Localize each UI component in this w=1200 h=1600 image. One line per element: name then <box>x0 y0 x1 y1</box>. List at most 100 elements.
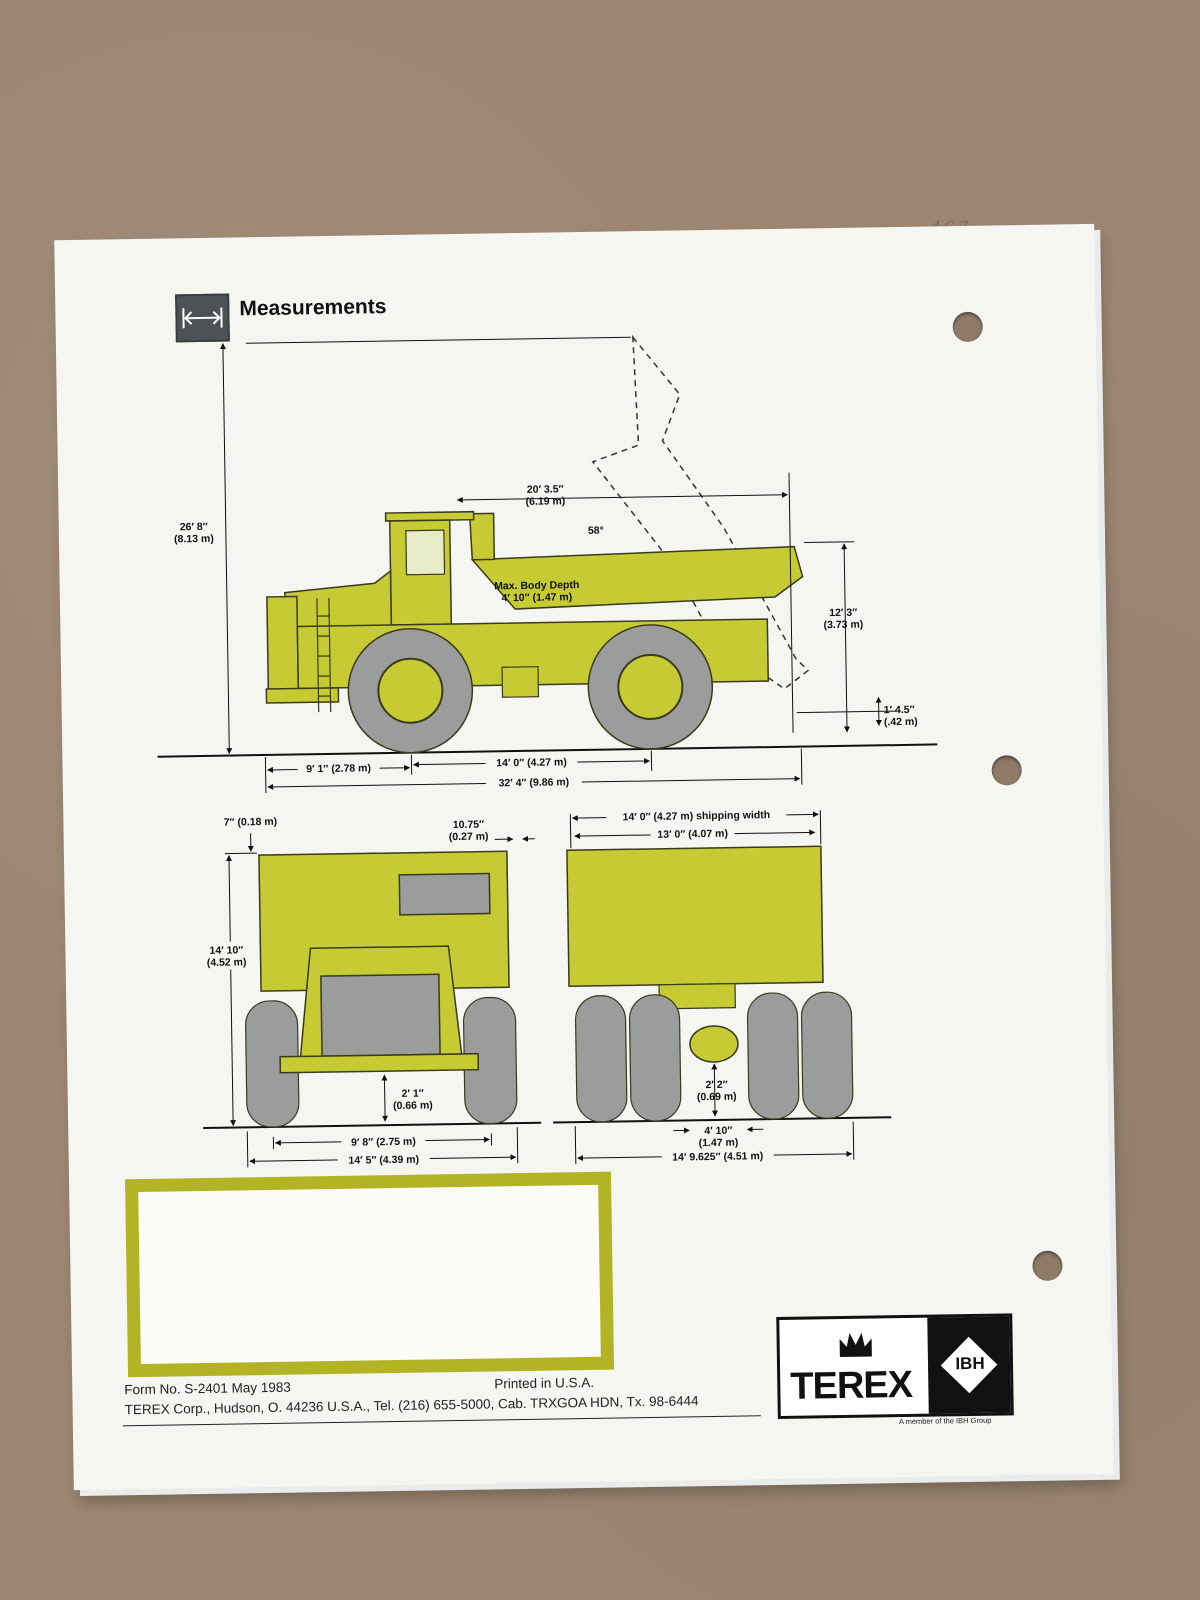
wheelbase-label: 14′ 0″ (4.27 m) <box>496 756 567 769</box>
side-ground-line <box>157 743 938 758</box>
rear-tire-2 <box>628 994 682 1122</box>
rear-view: 14′ 0″ (4.27 m) shipping width 13′ 0″ (4… <box>553 806 892 1165</box>
body-length-arrow <box>456 491 788 503</box>
body-width-label: 13′ 0″ (4.07 m) <box>657 828 728 841</box>
overall-height-metric: (8.13 m) <box>174 533 214 546</box>
ibh-diamond-icon <box>940 1336 998 1394</box>
front-height-label-bg <box>200 941 253 971</box>
fuel-tank <box>501 666 540 698</box>
side-view: 26′ 8″ (8.13 m) 20′ 3.5″ (6.19 m) 58° Ma… <box>157 334 938 793</box>
front-bumper-bar <box>279 1052 480 1074</box>
loading-height-arrow <box>841 543 850 733</box>
front-cab-window <box>398 872 491 916</box>
dumped-clearance-metric: (.42 m) <box>884 716 918 729</box>
rear-width-label: 14′ 9.625″ (4.51 m) <box>672 1150 763 1163</box>
axle-clearance-label: 2′ 2″ <box>705 1079 727 1091</box>
dual-gap-label: 4′ 10″ <box>704 1125 732 1137</box>
canopy-offset-label: 7″ (0.18 m) <box>224 816 278 829</box>
page-title: Measurements <box>239 295 387 321</box>
body-depth-value: 4′ 10″ (1.47 m) <box>502 591 573 604</box>
loading-height-guide <box>804 541 855 544</box>
rear-width-label-bg <box>661 1148 774 1164</box>
rear-dump-body <box>566 845 824 988</box>
haul-truck-rear <box>566 845 854 1123</box>
dump-angle-label: 58° <box>588 525 604 537</box>
terex-crown-icon <box>839 1332 872 1358</box>
loading-height-label: 12′ 3″ <box>829 607 857 619</box>
overall-length-label-bg <box>485 774 582 790</box>
overall-length-label: 32′ 4″ (9.86 m) <box>498 776 569 789</box>
front-height-metric: (4.52 m) <box>207 956 247 969</box>
rear-tire-3 <box>746 992 800 1120</box>
footer-rule <box>122 1415 761 1427</box>
front-width-right-guide <box>516 1127 519 1164</box>
radiator-grille <box>266 595 300 694</box>
dimension-diagram: 26′ 8″ (8.13 m) 20′ 3.5″ (6.19 m) 58° Ma… <box>157 334 938 1168</box>
ground-clearance-label: 2′ 1″ <box>402 1088 424 1100</box>
shipping-width-label: 14′ 0″ (4.27 m) shipping width <box>622 809 770 823</box>
body-rear-guide <box>788 472 794 733</box>
terex-wordmark: TEREX <box>790 1363 913 1408</box>
dump-body <box>470 545 804 610</box>
top-reference-line <box>245 336 631 344</box>
cab-canopy <box>468 512 496 561</box>
footer-form-line: Form No. S-2401 May 1983 Printed in U.S.A… <box>124 1375 594 1397</box>
wheelbase-label-bg <box>485 754 578 770</box>
printed-in: Printed in U.S.A. <box>494 1374 595 1392</box>
ibh-panel: IBH <box>927 1316 1011 1414</box>
front-height-arrow <box>226 854 237 1127</box>
access-ladder <box>316 597 332 713</box>
rear-extent-guide <box>800 748 803 785</box>
shipping-width-left-guide <box>569 814 572 849</box>
front-radiator <box>320 973 441 1057</box>
terex-ibh-logo: TEREX IBH <box>776 1313 1014 1420</box>
front-height-top-guide <box>224 852 257 855</box>
body-length-metric: (6.19 m) <box>525 495 565 508</box>
body-depth-caption: Max. Body Depth <box>494 579 579 592</box>
rear-width-right-guide <box>852 1121 855 1160</box>
form-number: Form No. S-2401 May 1983 <box>124 1379 291 1398</box>
haul-truck-side <box>265 510 804 754</box>
raised-body-outline <box>591 334 810 690</box>
ground-clearance-metric: (0.66 m) <box>393 1099 433 1112</box>
rear-width-left-guide <box>574 1126 577 1165</box>
mirror-offset-metric: (0.27 m) <box>449 830 489 843</box>
body-width-label-bg <box>650 825 735 841</box>
cab-window <box>405 529 446 576</box>
rear-differential <box>689 1025 739 1063</box>
punch-hole-bottom <box>1032 1250 1063 1282</box>
measurement-arrows-icon <box>175 293 230 343</box>
body-length-label: 20′ 3.5″ <box>527 483 564 496</box>
rear-tire-1 <box>574 995 628 1123</box>
brochure-page: Measurements <box>54 223 1120 1496</box>
ibh-member-note: A member of the IBH Group <box>898 1415 992 1427</box>
front-width-left-guide <box>246 1131 249 1168</box>
ibh-wordmark: IBH <box>955 1353 985 1374</box>
front-overhang-label-bg <box>297 760 380 776</box>
page-face: Measurements <box>54 223 1114 1491</box>
shipping-width-label-bg <box>606 806 787 824</box>
dumped-clearance-label: 1′ 4.5″ <box>884 704 915 716</box>
haul-truck-front <box>244 850 518 1128</box>
rear-ground-line <box>553 1116 892 1124</box>
footer-address: TEREX Corp., Hudson, O. 44236 U.S.A., Te… <box>124 1393 699 1418</box>
front-tread-label-bg <box>341 1133 426 1149</box>
overall-height-label: 26′ 8″ <box>180 521 208 533</box>
front-height-label: 14′ 10″ <box>209 944 243 957</box>
front-overhang-label: 9′ 1″ (2.78 m) <box>306 762 371 775</box>
shipping-width-right-guide <box>819 810 822 845</box>
mirror-offset-label: 10.75″ <box>453 819 484 831</box>
front-wheel-hub <box>377 657 444 724</box>
front-width-label: 14′ 5″ (4.39 m) <box>348 1154 419 1167</box>
front-width-label-bg <box>337 1151 430 1167</box>
loading-height-metric: (3.73 m) <box>823 619 863 632</box>
front-bumper <box>265 687 340 704</box>
rear-tire-4 <box>800 991 854 1119</box>
blank-notes-box <box>125 1171 615 1378</box>
front-extent-guide <box>264 756 267 793</box>
dual-gap-metric: (1.47 m) <box>699 1137 739 1150</box>
overall-height-arrow <box>219 343 233 755</box>
rear-wheel-hub <box>617 653 684 720</box>
ground-clearance-arrow <box>381 1074 389 1122</box>
front-tread-label: 9′ 8″ (2.75 m) <box>351 1136 416 1149</box>
